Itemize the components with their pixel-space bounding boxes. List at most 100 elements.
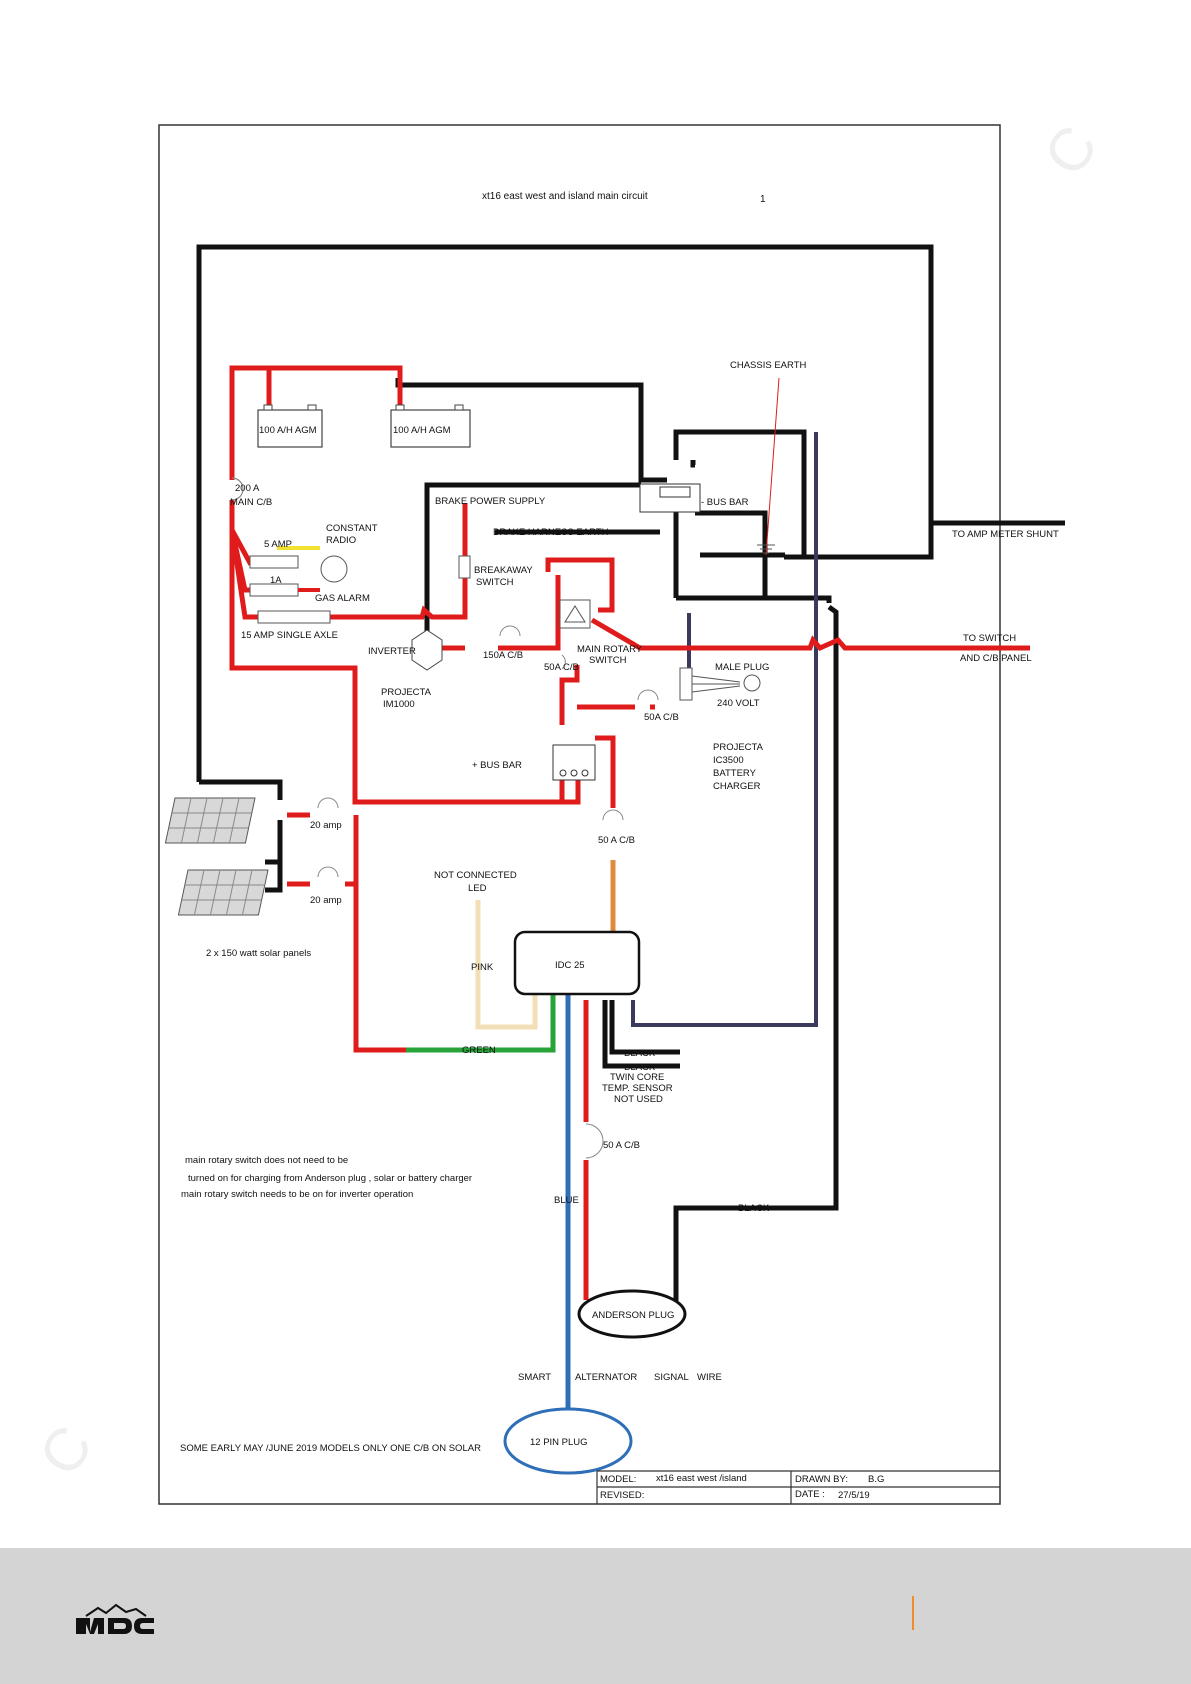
anderson-plug-icon (577, 1289, 687, 1339)
not-used-label: NOT USED (614, 1094, 663, 1105)
neg-bus-bar-label: - BUS BAR (701, 497, 749, 508)
inverter-icon (411, 629, 443, 671)
solar-cb-1-label: 20 amp (310, 820, 342, 831)
not-connected-label-2: LED (468, 883, 487, 894)
cb-50a-rotary-label: 50A C/B (544, 662, 579, 673)
note-1: main rotary switch does not need to be (185, 1155, 348, 1166)
breakaway-label: BREAKAWAY (474, 565, 533, 576)
bus-bar-icon (639, 483, 701, 513)
constant-radio-label-2: RADIO (326, 535, 356, 546)
fuse-1a-label: 1A (270, 575, 282, 586)
pos-bus-bar-label: + BUS BAR (472, 760, 522, 771)
idc-label: IDC 25 (555, 960, 585, 971)
amp-meter-shunt-label: TO AMP METER SHUNT (952, 529, 1059, 540)
watermark-fragment: C (26, 1414, 106, 1488)
title-block (596, 1470, 1000, 1504)
solar-panel-icon (164, 797, 256, 844)
twin-core-label: TWIN CORE (610, 1072, 664, 1083)
wiring-diagram: C C xt16 east west and island main circu… (26, 114, 1111, 1505)
main-breaker-icon (231, 477, 244, 501)
black-wire-label: BLACK (738, 1203, 770, 1214)
cb-50a-anderson-label: 50 A C/B (603, 1140, 640, 1151)
breaker-icon (499, 625, 521, 637)
projecta-label-2: IM1000 (383, 699, 415, 710)
page-footer (0, 1548, 1191, 1684)
solar-panels-label: 2 x 150 watt solar panels (206, 948, 311, 959)
breaker-icon (602, 809, 624, 821)
main-cb-label: 200 A (235, 483, 260, 494)
pink-label: PINK (471, 962, 494, 973)
chassis-earth-label: CHASSIS EARTH (730, 360, 807, 371)
alternator-label: ALTERNATOR (575, 1372, 637, 1383)
green-label: GREEN (462, 1045, 496, 1056)
positive-wires (229, 365, 1030, 1300)
plug-icon (679, 667, 761, 701)
smart-label: SMART (518, 1372, 551, 1383)
breaker-icon (561, 654, 566, 670)
anderson-plug-label: ANDERSON PLUG (592, 1310, 674, 1321)
bus-bar-icon (552, 744, 596, 781)
battery-icon (257, 404, 323, 448)
blue-label: BLUE (554, 1195, 579, 1206)
revised-label: REVISED: (600, 1490, 644, 1501)
model-value: xt16 east west /island (656, 1473, 747, 1484)
breaker-icon (637, 689, 659, 701)
page-number: 1 (760, 194, 766, 205)
main-cb-label-2: MAIN C/B (230, 497, 272, 508)
cb-50a-charger-label: 50A C/B (644, 712, 679, 723)
constant-radio-label: CONSTANT (326, 523, 378, 534)
note-3: main rotary switch needs to be on for in… (181, 1189, 413, 1200)
signal-label: SIGNAL (654, 1372, 689, 1383)
main-rotary-label: MAIN ROTARY (577, 644, 643, 655)
temp-sensor-label: TEMP. SENSOR (602, 1083, 673, 1094)
green-wire (406, 992, 556, 1053)
solar-panel-icon (177, 869, 269, 916)
battery-icon (390, 404, 471, 448)
watermark-fragment: C (1031, 114, 1111, 188)
drawn-by-label: DRAWN BY: (795, 1474, 848, 1485)
note-2: turned on for charging from Anderson plu… (188, 1173, 472, 1184)
to-switch-label: TO SWITCH (963, 633, 1016, 644)
charger-label-2: IC3500 (713, 755, 744, 766)
charger-label-3: BATTERY (713, 768, 757, 779)
solar-cb-2-label: 20 amp (310, 895, 342, 906)
diagram-title: xt16 east west and island main circuit (482, 191, 648, 202)
battery-right-label: 100 A/H AGM (393, 425, 451, 436)
rotary-switch-icon (559, 599, 591, 629)
cb-panel-label: AND C/B PANEL (960, 653, 1032, 664)
projecta-label: PROJECTA (381, 687, 432, 698)
male-plug-label: MALE PLUG (715, 662, 769, 673)
breaker-icon (585, 1123, 604, 1159)
fuse-icon (257, 610, 331, 624)
early-models-note: SOME EARLY MAY /JUNE 2019 MODELS ONLY ON… (180, 1443, 481, 1454)
brake-earth-label: BRAKE HARNESS EARTH (493, 527, 609, 538)
brake-power-label: BRAKE POWER SUPPLY (435, 496, 546, 507)
chassis-earth-pointer (765, 377, 780, 556)
mdc-logo (70, 1603, 154, 1634)
earth-icon (757, 544, 775, 554)
drawing-border (158, 124, 1001, 1505)
twelve-pin-plug-icon (503, 1407, 633, 1475)
fuse-icon (249, 555, 299, 569)
breaker-icon (317, 797, 339, 809)
navy-wire (631, 432, 818, 1027)
charger-label: PROJECTA (713, 742, 764, 753)
breakaway-switch-icon (458, 555, 471, 579)
main-rotary-label-2: SWITCH (589, 655, 627, 666)
black-2-label: BLACK (624, 1062, 656, 1073)
date-label: DATE : (795, 1489, 825, 1500)
pink-wire (475, 900, 538, 1030)
cb-150a-label: 150A C/B (483, 650, 523, 661)
fuse-15a-label: 15 AMP SINGLE AXLE (241, 630, 338, 641)
drawn-by-value: B.G (868, 1474, 884, 1485)
model-label: MODEL: (600, 1474, 636, 1485)
footer-accent-rule (912, 1596, 914, 1630)
wire-label: WIRE (697, 1372, 722, 1383)
breaker-icon (317, 866, 339, 878)
gas-alarm-icon (320, 555, 348, 583)
cb-50a-idc-label: 50 A C/B (598, 835, 635, 846)
gas-alarm-label: GAS ALARM (315, 593, 370, 604)
black-1-label: BLACK (624, 1048, 656, 1059)
pin-plug-label: 12 PIN PLUG (530, 1437, 588, 1448)
not-connected-label: NOT CONNECTED (434, 870, 517, 881)
